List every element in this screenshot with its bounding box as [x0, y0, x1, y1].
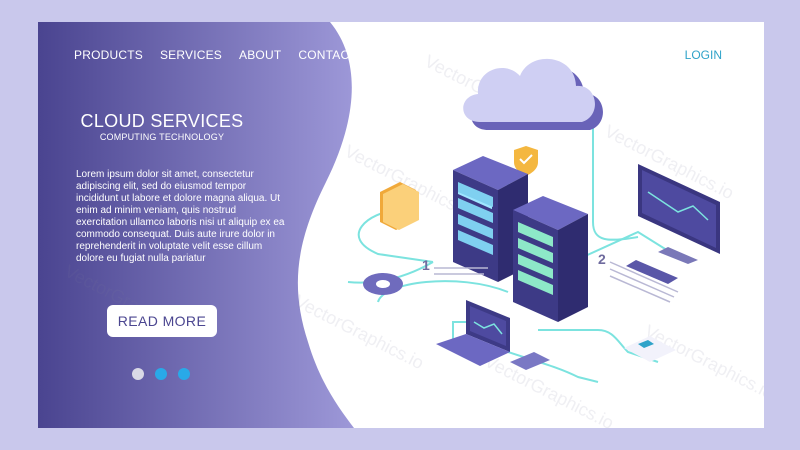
step-number-two: 2	[598, 251, 606, 267]
hero-subtitle: COMPUTING TECHNOLOGY	[99, 132, 225, 142]
step-number-one: 1	[422, 257, 430, 273]
gear-icon	[363, 273, 403, 295]
nav-item-services[interactable]: SERVICES	[159, 48, 223, 62]
nav-item-contacts[interactable]: CONTACTS	[298, 48, 366, 62]
cloud-icon	[463, 58, 603, 130]
nav-item-products[interactable]: PRODUCTS	[74, 48, 143, 62]
folder-icon	[380, 182, 419, 230]
monitor-icon	[626, 164, 720, 284]
server-rack-icon	[513, 196, 588, 322]
landing-page-card: VectorGraphics.io VectorGraphics.io Vect…	[38, 22, 764, 428]
slider-dot[interactable]	[178, 368, 190, 380]
document-icon	[624, 336, 676, 362]
top-navigation: PRODUCTS SERVICES ABOUT CONTACTS	[74, 48, 382, 62]
server-rack-icon	[453, 156, 528, 282]
read-more-button[interactable]: READ MORE	[107, 305, 217, 337]
login-link[interactable]: LOGIN	[684, 48, 722, 62]
hero-body-text: Lorem ipsum dolor sit amet, consectetur …	[76, 169, 285, 264]
placeholder-text-lines	[434, 261, 679, 303]
laptop-icon	[436, 300, 510, 366]
slider-dot[interactable]	[132, 368, 144, 380]
cloud-computing-illustration: 1 2	[347, 58, 720, 383]
shield-icon	[514, 146, 538, 176]
phone-icon	[510, 352, 550, 370]
nav-item-about[interactable]: ABOUT	[239, 48, 282, 62]
hero-title: CLOUD SERVICES	[80, 111, 244, 131]
slider-dot[interactable]	[155, 368, 167, 380]
slider-dots	[132, 368, 190, 380]
